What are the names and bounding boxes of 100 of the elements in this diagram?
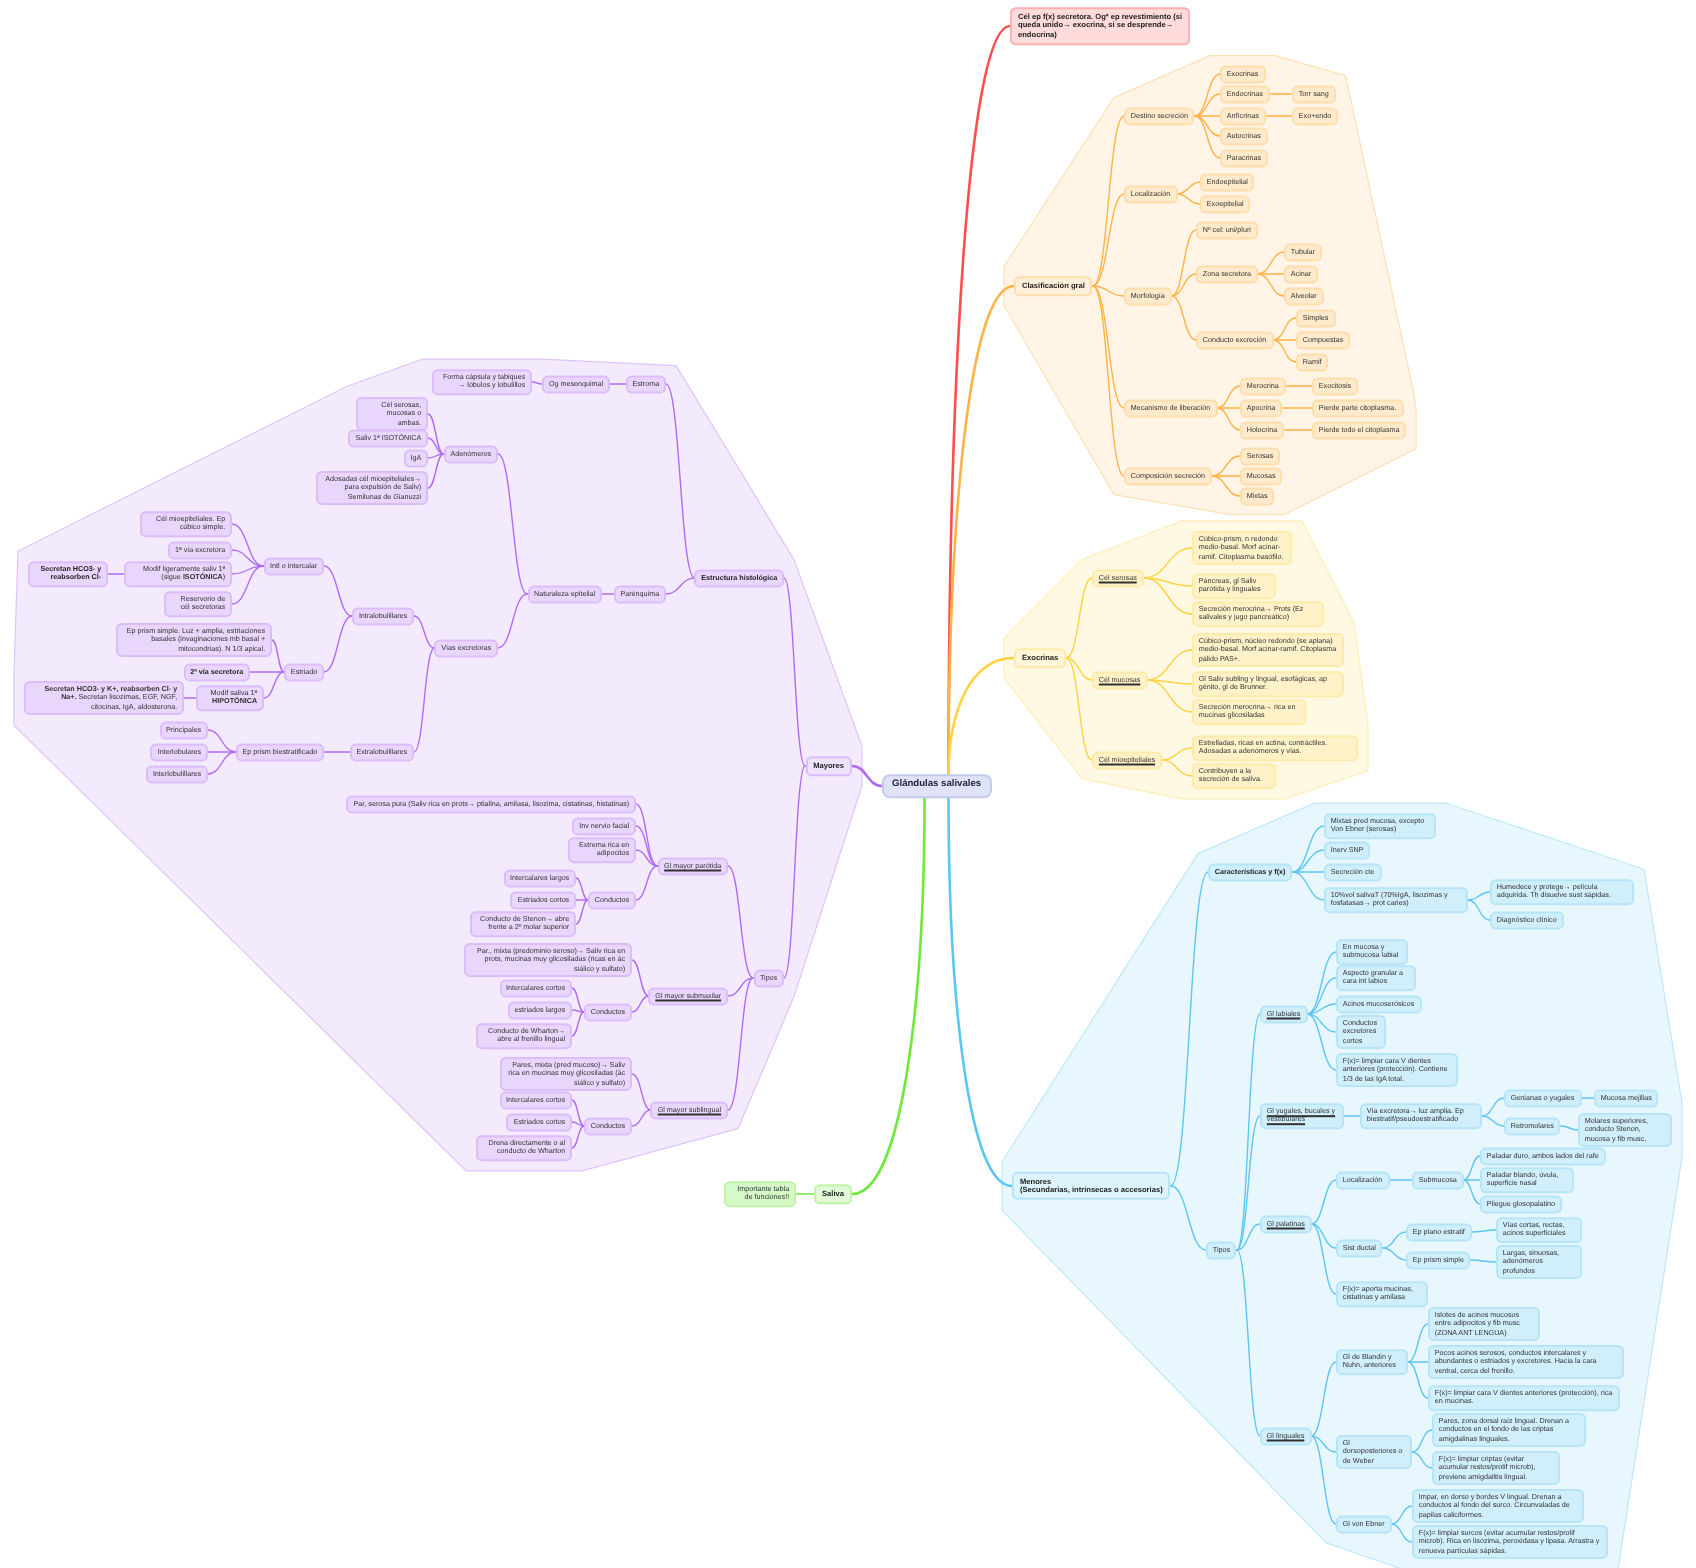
branch-line	[323, 751, 351, 753]
branch-line	[665, 577, 696, 595]
branch-line	[1170, 871, 1209, 1187]
branch-line	[1407, 1323, 1429, 1363]
branch-line	[1092, 193, 1125, 287]
branch-line	[1310, 1435, 1337, 1453]
branch-line	[635, 825, 658, 867]
branch-line	[1306, 1013, 1337, 1071]
branch-line	[1216, 407, 1241, 409]
branch-line	[1310, 1435, 1337, 1525]
branch-line	[1170, 229, 1197, 297]
branch-line	[850, 764, 884, 788]
branch-line	[631, 995, 650, 1013]
branch-line	[1176, 181, 1201, 195]
branch-line	[1211, 475, 1241, 477]
branch-line	[1470, 1229, 1497, 1233]
branch-line	[1407, 1361, 1429, 1363]
branch-line	[1272, 339, 1297, 341]
branch-line	[231, 565, 264, 605]
branch-line	[1170, 295, 1197, 341]
branch-line	[1291, 871, 1325, 901]
branch-line	[1146, 679, 1193, 713]
branch-line	[1211, 455, 1241, 477]
branch-line	[1194, 73, 1221, 117]
branch-line	[1481, 1097, 1505, 1117]
branch-line	[323, 565, 353, 617]
branch-line	[1283, 429, 1313, 431]
branch-line	[271, 639, 285, 673]
branch-line	[1216, 407, 1241, 431]
branch-line	[1257, 273, 1285, 275]
branch-line	[1306, 1013, 1337, 1033]
branch-line	[107, 573, 125, 575]
branch-line	[1142, 577, 1193, 615]
branch-line	[1382, 1247, 1407, 1261]
branch-line	[665, 383, 696, 579]
branch-line	[1161, 747, 1193, 761]
branch-line	[609, 383, 627, 385]
branch-line	[601, 593, 615, 595]
branch-line	[1236, 1013, 1261, 1251]
branch-line	[1291, 825, 1325, 873]
branch-line	[1161, 759, 1193, 777]
branch-line	[1146, 649, 1193, 681]
branch-line	[1065, 577, 1093, 659]
branch-line	[497, 453, 528, 595]
branch-line	[1467, 899, 1491, 921]
branch-line	[207, 729, 237, 753]
branch-line	[231, 549, 264, 567]
branch-line	[1281, 407, 1313, 409]
branch-line	[1310, 1361, 1337, 1437]
branch-line	[1236, 1223, 1261, 1251]
branch-line	[1310, 1223, 1337, 1295]
branch-line	[497, 593, 528, 649]
branch-line	[1092, 285, 1125, 477]
branch-line	[207, 751, 237, 753]
branch-line	[1481, 1115, 1505, 1127]
branch-line	[1194, 93, 1221, 117]
branch-line	[631, 1109, 652, 1127]
branch-line	[1268, 93, 1293, 95]
branch-line	[571, 1099, 585, 1127]
branch-line	[427, 453, 445, 489]
branch-line	[1310, 1179, 1337, 1225]
branch-line	[1411, 1429, 1433, 1453]
branch-line	[1462, 1179, 1481, 1181]
branch-line	[1170, 1185, 1207, 1251]
branch-line	[1257, 273, 1285, 297]
branch-line	[1194, 115, 1221, 159]
branch-line	[1390, 1505, 1413, 1525]
branch-line	[1194, 115, 1221, 117]
branch-line	[1580, 1097, 1595, 1099]
branch-line	[795, 1193, 815, 1195]
branch-line	[571, 1125, 585, 1149]
branch-line	[413, 615, 436, 649]
branch-line	[1407, 1361, 1429, 1399]
branch-line	[1306, 951, 1337, 1015]
branch-line	[1470, 1259, 1497, 1263]
branch-line	[1194, 115, 1221, 137]
branch-line	[1306, 977, 1337, 1015]
branch-line	[1092, 115, 1125, 287]
branch-line	[1291, 849, 1325, 873]
branch-line	[1146, 679, 1193, 685]
branch-line	[1176, 193, 1201, 205]
branch-line	[571, 1009, 585, 1013]
branch-line	[631, 1073, 652, 1111]
branch-line	[850, 796, 926, 1196]
branch-line	[183, 697, 197, 699]
branch-line	[727, 977, 754, 997]
branch-line	[1390, 1523, 1413, 1543]
branch-line	[413, 647, 436, 753]
branch-line	[1092, 285, 1125, 409]
branch-line	[531, 381, 543, 385]
branch-line	[635, 865, 658, 901]
branch-line	[1142, 547, 1193, 579]
branch-line	[1306, 1003, 1337, 1015]
branch-line	[635, 803, 658, 867]
branch-line	[1264, 115, 1293, 117]
branch-line	[1388, 1179, 1413, 1181]
branch-line	[1170, 273, 1197, 297]
branch-line	[1142, 577, 1193, 587]
branch-line	[1092, 285, 1125, 297]
branch-line	[783, 577, 806, 767]
